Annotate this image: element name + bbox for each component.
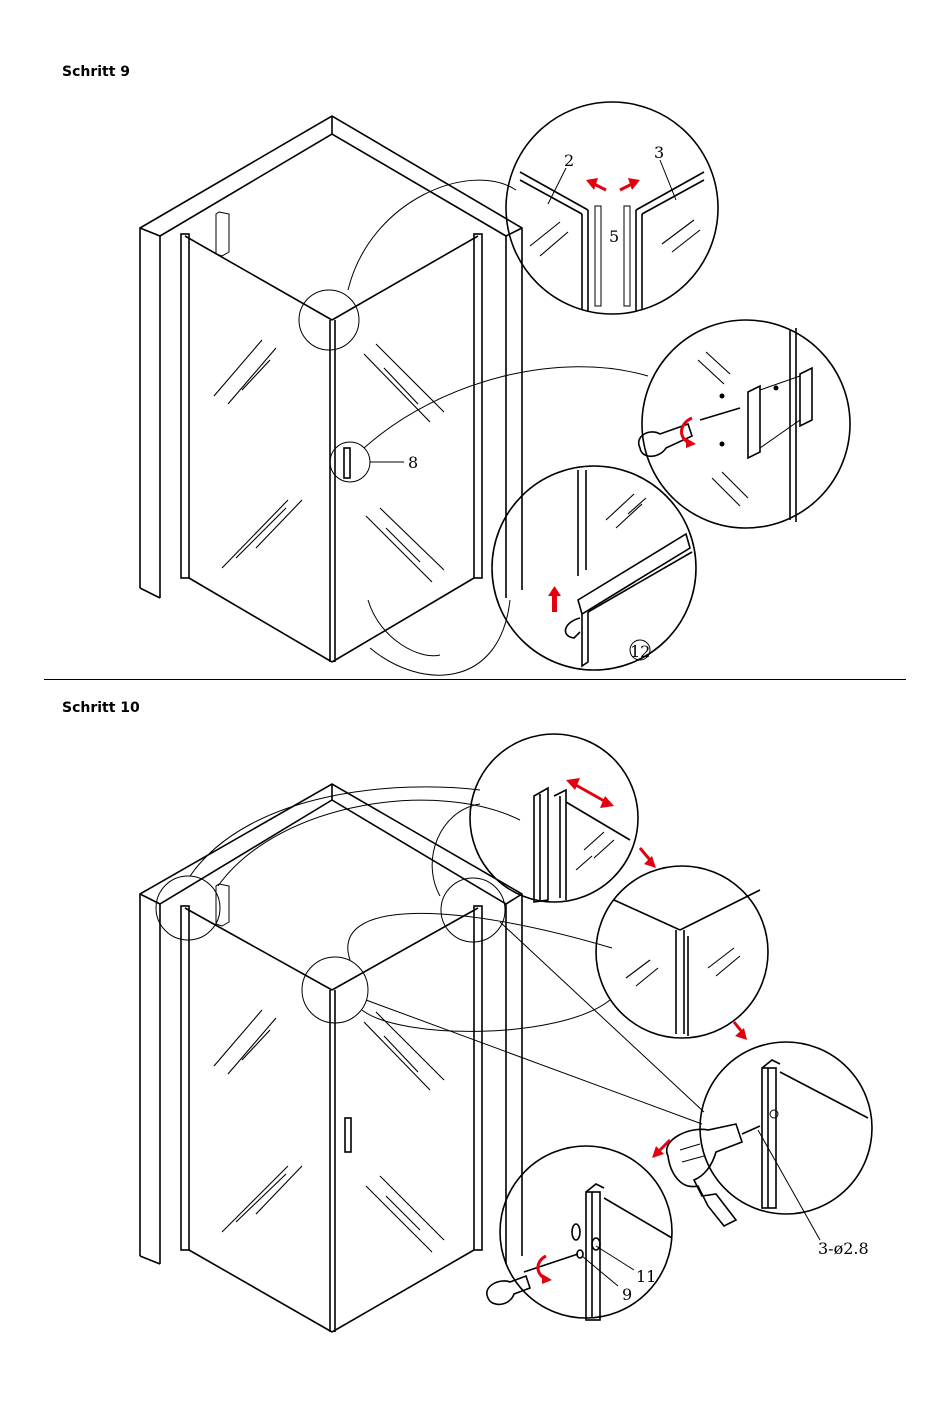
s9-zoom-top-circle xyxy=(299,290,359,350)
callout-8: 8 xyxy=(408,453,418,472)
step-10-illustration: 3-ø2.8 xyxy=(140,734,872,1332)
callout-3: 3 xyxy=(654,143,664,162)
s9-wall xyxy=(140,116,522,598)
s10-detail-screw: 11 9 xyxy=(487,1146,672,1320)
callout-9: 9 xyxy=(622,1285,632,1304)
s10-wall xyxy=(140,784,522,1264)
step-9-illustration: 2 3 5 xyxy=(140,102,850,675)
s9-detail-corner: 2 3 5 xyxy=(506,102,718,314)
callout-12: 12 xyxy=(630,642,650,661)
s10-detail-profile xyxy=(470,734,638,902)
s10-detail-drill: 3-ø2.8 xyxy=(667,1042,872,1258)
s10-shower-enclosure xyxy=(181,884,482,1332)
callout-11: 11 xyxy=(636,1267,656,1286)
s10-detail-corner xyxy=(596,866,768,1038)
callout-2: 2 xyxy=(564,151,574,170)
callout-5: 5 xyxy=(609,227,619,246)
s9-detail-handle xyxy=(639,320,850,528)
s9-shower-enclosure xyxy=(181,212,482,662)
callout-drill-hole: 3-ø2.8 xyxy=(818,1239,869,1258)
s10-zoom-left-circle xyxy=(156,876,220,940)
